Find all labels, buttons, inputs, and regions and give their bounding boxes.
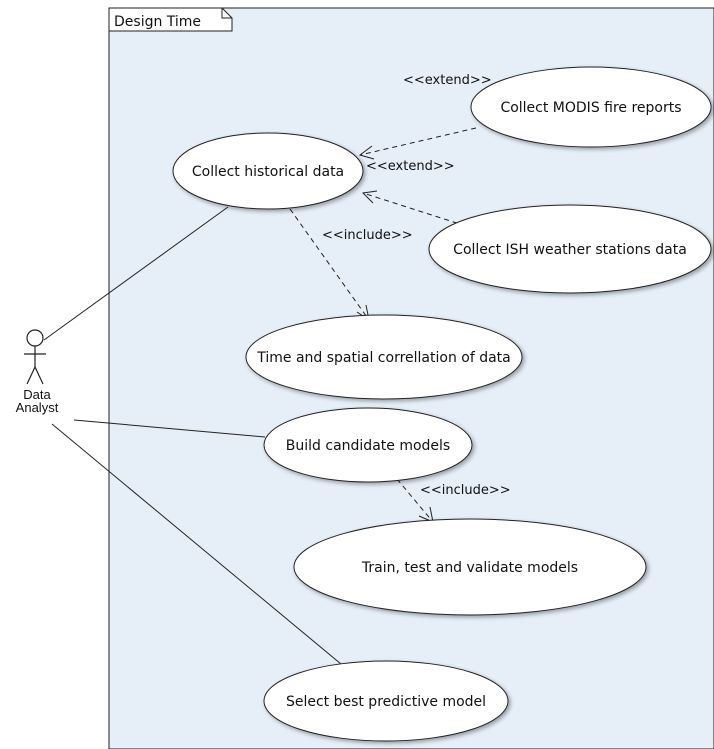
frame-title-fold (221, 8, 232, 19)
use-case-collect-ish[interactable]: Collect ISH weather stations data (428, 204, 712, 294)
actor-label-line1: Data (23, 387, 51, 402)
actor-data-analyst[interactable]: Data Analyst (16, 329, 59, 415)
include-train-line (396, 478, 434, 523)
use-case-label: Collect MODIS fire reports (500, 100, 681, 116)
frame-title: Design Time (114, 14, 201, 30)
actor-icon (24, 329, 46, 385)
extend-ish-arrowhead (361, 190, 378, 204)
include-time-spatial-line (289, 208, 370, 321)
association-collect-historical (43, 206, 229, 341)
use-case-ellipse (245, 314, 523, 400)
use-case-ellipse (263, 407, 473, 483)
extend-modis-label: <<extend>> (403, 73, 492, 88)
use-case-ellipse (470, 66, 712, 148)
include-time-spatial-label: <<include>> (322, 228, 413, 243)
use-case-collect-modis[interactable]: Collect MODIS fire reports (470, 66, 712, 148)
association-select-best (51, 423, 348, 670)
use-case-label: Time and spatial correllation of data (256, 350, 511, 366)
use-case-label: Select best predictive model (286, 694, 486, 710)
associations (43, 206, 348, 670)
include-train-label: <<include>> (420, 483, 511, 498)
use-case-train-test[interactable]: Train, test and validate models (293, 518, 647, 616)
use-case-ellipse (293, 518, 647, 616)
association-build-candidate (73, 419, 266, 438)
use-case-label: Collect historical data (192, 164, 344, 180)
use-case-collect-historical[interactable]: Collect historical data (172, 132, 364, 210)
use-case-label: Collect ISH weather stations data (453, 242, 687, 258)
use-case-ellipse (263, 660, 509, 742)
actor-label-line2: Analyst (16, 400, 59, 415)
extend-modis-line (359, 127, 477, 156)
frame-title-tab (108, 7, 233, 32)
use-case-build-candidate[interactable]: Build candidate models (263, 407, 473, 483)
extend-ish-line (362, 192, 467, 227)
use-case-label: Build candidate models (286, 438, 450, 454)
use-case-label: Train, test and validate models (361, 560, 578, 576)
stereotype-labels: <<extend>> <<extend>> <<include>> <<incl… (322, 73, 511, 498)
use-case-ellipse (428, 204, 712, 294)
extend-modis-arrowhead (358, 145, 375, 160)
use-case-ellipse (172, 132, 364, 210)
extend-ish-label: <<extend>> (366, 159, 455, 174)
use-case-select-best[interactable]: Select best predictive model (263, 660, 509, 742)
use-case-time-spatial[interactable]: Time and spatial correllation of data (245, 314, 523, 400)
